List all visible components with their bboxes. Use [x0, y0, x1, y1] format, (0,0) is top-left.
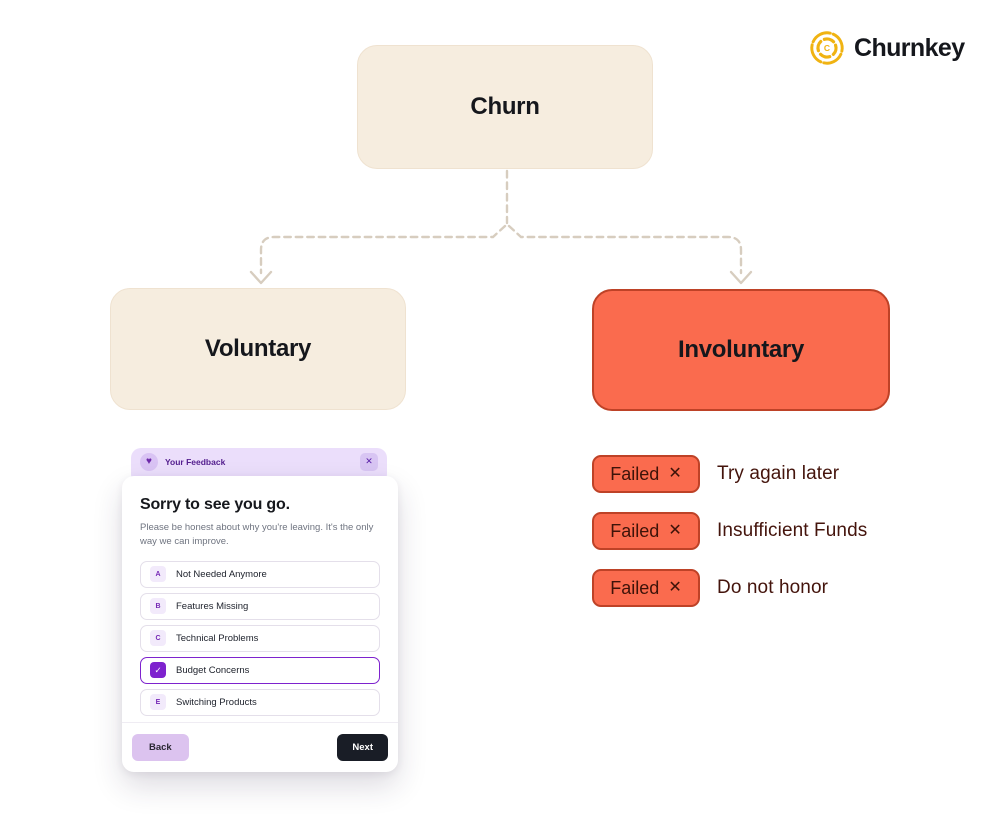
option-label: Budget Concerns: [176, 664, 250, 676]
check-icon: ✓: [154, 664, 162, 675]
node-involuntary: Involuntary: [592, 289, 890, 411]
reason-options-list: A Not Needed Anymore B Features Missing …: [140, 560, 380, 716]
modal-subtext: Please be honest about why you're leavin…: [140, 522, 374, 548]
option-label: Not Needed Anymore: [176, 568, 267, 580]
feedback-modal-title: Your Feedback: [165, 456, 226, 467]
next-button[interactable]: Next: [337, 734, 388, 761]
failed-reasons-list: Failed ✕ Try again later Failed ✕ Insuff…: [592, 455, 867, 607]
churnkey-mark-icon: C: [810, 31, 844, 65]
failed-reason-label: Do not honor: [717, 577, 829, 598]
option-not-needed-anymore[interactable]: A Not Needed Anymore: [140, 560, 380, 588]
option-key-badge: C: [150, 630, 166, 646]
close-icon: ✕: [365, 456, 373, 466]
failed-badge: Failed ✕: [592, 455, 700, 493]
heart-icon-badge: ♥: [140, 452, 158, 471]
feedback-modal-card: Sorry to see you go. Please be honest ab…: [122, 476, 398, 772]
option-key-letter: B: [155, 602, 161, 610]
x-icon: ✕: [668, 465, 682, 482]
node-voluntary: Voluntary: [110, 288, 406, 410]
connector-left-branch: [259, 224, 507, 275]
option-label: Features Missing: [176, 600, 249, 612]
back-button[interactable]: Back: [132, 734, 189, 761]
logo-letter: C: [824, 43, 830, 53]
modal-heading: Sorry to see you go.: [140, 496, 290, 513]
arrowhead-right-icon: [729, 270, 753, 285]
arrowhead-left-icon: [249, 270, 273, 285]
x-icon: ✕: [668, 579, 682, 596]
option-key-letter: E: [155, 698, 161, 706]
option-switching-products[interactable]: E Switching Products: [140, 688, 380, 716]
heart-icon: ♥: [146, 455, 152, 467]
failed-reason-label: Insufficient Funds: [717, 520, 868, 541]
check-icon-badge: ✓: [150, 662, 166, 678]
failed-badge-label: Failed: [610, 520, 660, 541]
failed-row-insufficient-funds: Failed ✕ Insufficient Funds: [592, 512, 867, 550]
node-churn: Churn: [357, 45, 653, 169]
option-key-badge: B: [150, 598, 166, 614]
option-key-letter: C: [155, 634, 161, 642]
failed-reason-label: Try again later: [717, 463, 840, 484]
node-voluntary-label: Voluntary: [204, 335, 312, 362]
option-technical-problems[interactable]: C Technical Problems: [140, 624, 380, 652]
option-key-badge: E: [150, 694, 166, 710]
node-churn-label: Churn: [470, 93, 540, 120]
option-features-missing[interactable]: B Features Missing: [140, 592, 380, 620]
brand-logo: C Churnkey: [808, 29, 965, 67]
option-budget-concerns-selected[interactable]: ✓ Budget Concerns: [140, 656, 380, 684]
x-icon: ✕: [668, 522, 682, 539]
failed-row-try-again: Failed ✕ Try again later: [592, 455, 867, 493]
failed-badge-label: Failed: [610, 463, 660, 484]
failed-badge: Failed ✕: [592, 569, 700, 607]
option-label: Technical Problems: [176, 632, 259, 644]
option-key-badge: A: [150, 566, 166, 582]
feedback-modal: ♥ Your Feedback ✕ Sorry to see you go. P…: [122, 448, 398, 772]
failed-row-do-not-honor: Failed ✕ Do not honor: [592, 569, 867, 607]
brand-name: Churnkey: [854, 33, 965, 62]
node-involuntary-label: Involuntary: [677, 336, 805, 363]
failed-badge: Failed ✕: [592, 512, 700, 550]
close-button[interactable]: ✕: [360, 452, 378, 471]
failed-badge-label: Failed: [610, 577, 660, 598]
connector-right-branch: [507, 224, 743, 275]
option-label: Switching Products: [176, 696, 257, 708]
modal-footer: Back Next: [122, 722, 398, 772]
option-key-letter: A: [155, 570, 161, 578]
